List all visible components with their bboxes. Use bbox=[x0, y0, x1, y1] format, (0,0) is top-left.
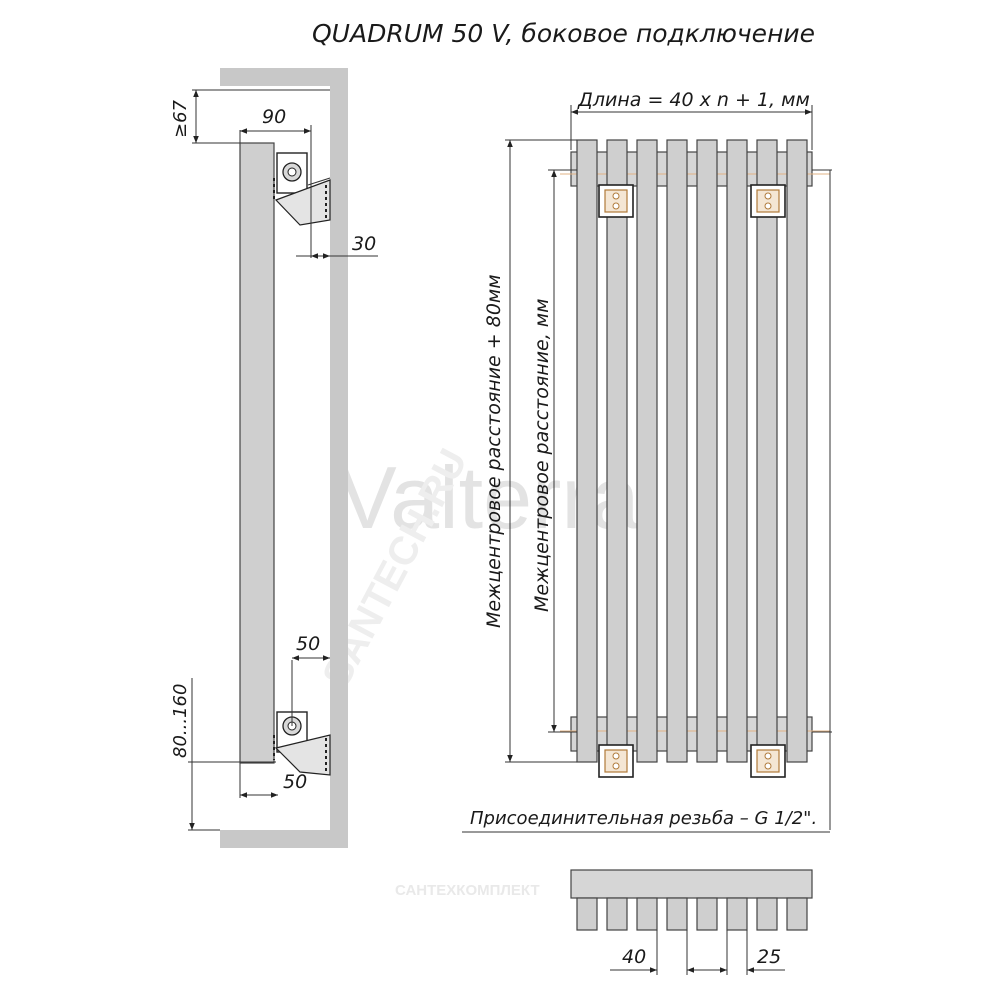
bottom-wall-bracket bbox=[273, 711, 331, 776]
tube-5 bbox=[696, 139, 718, 763]
radiator-tubes bbox=[576, 139, 808, 763]
dim-bracket-offset: 50 bbox=[296, 633, 320, 655]
radiator-side-profile bbox=[239, 142, 275, 764]
thread-note: Присоединительная резьба – G 1/2". bbox=[470, 808, 817, 829]
dim-center: Межцентровое расстояние, мм bbox=[531, 299, 553, 612]
tube-6 bbox=[726, 139, 748, 763]
dim-depth: 90 bbox=[262, 106, 286, 128]
dim-top-gap: ≥67 bbox=[170, 99, 191, 138]
dim-tube: 25 bbox=[757, 946, 781, 968]
drawing-title: QUADRUM 50 V, боковое подключение bbox=[312, 19, 815, 48]
bottom-view: 40 25 bbox=[570, 869, 813, 975]
dim-floor-gap: 80...160 bbox=[170, 684, 191, 758]
dim-height: Межцентровое расстояние + 80мм bbox=[483, 274, 505, 628]
ceiling-wall bbox=[220, 68, 348, 86]
front-brackets bbox=[598, 184, 786, 778]
tube-8 bbox=[786, 139, 808, 763]
tube-2 bbox=[606, 139, 628, 763]
front-view: Длина = 40 x n + 1, мм bbox=[462, 89, 832, 833]
top-wall-bracket bbox=[273, 152, 331, 226]
dim-pitch: 40 bbox=[622, 946, 646, 968]
tube-7 bbox=[756, 139, 778, 763]
tube-1 bbox=[576, 139, 598, 763]
side-view: ≥67 90 30 50 50 80...160 bbox=[170, 68, 378, 848]
floor-wall bbox=[220, 830, 348, 848]
dim-length: Длина = 40 x n + 1, мм bbox=[577, 89, 810, 111]
tube-3 bbox=[636, 139, 658, 763]
tube-4 bbox=[666, 139, 688, 763]
side-wall bbox=[330, 68, 348, 848]
bottom-watermark: САНТЕХКОМПЛЕКТ bbox=[395, 882, 540, 899]
dim-bottom-offset: 50 bbox=[283, 771, 307, 793]
bottom-view-collector bbox=[570, 869, 813, 899]
dim-wall-gap: 30 bbox=[352, 233, 376, 255]
